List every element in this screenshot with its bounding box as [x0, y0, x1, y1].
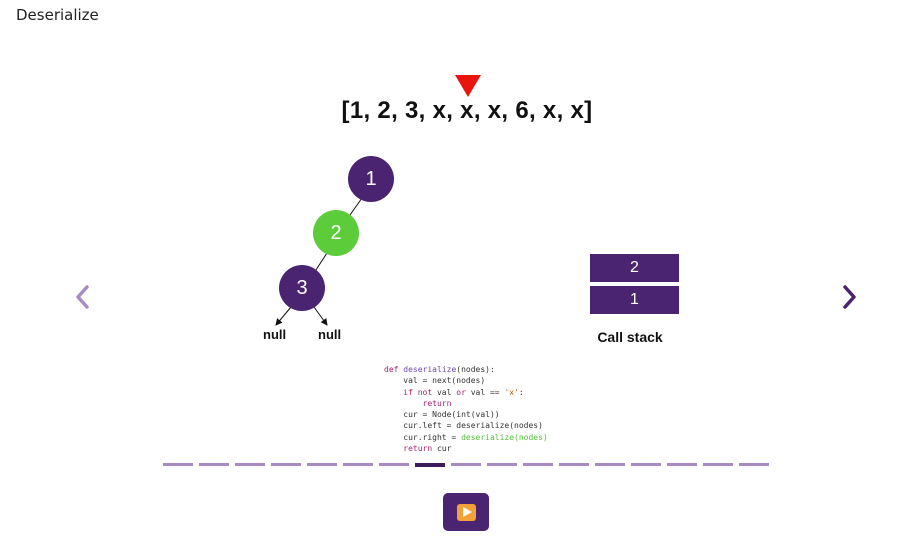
progress-step[interactable] — [559, 463, 589, 466]
tree-node-2-label: 2 — [330, 221, 342, 244]
code-line: val = next(nodes) — [384, 376, 486, 386]
progress-step[interactable] — [415, 463, 445, 467]
progress-step[interactable] — [631, 463, 661, 466]
call-stack-frame: 1 — [590, 286, 679, 314]
edge-3-null-left — [275, 306, 292, 326]
tree-node-3-label: 3 — [296, 276, 308, 299]
progress-step[interactable] — [343, 463, 373, 466]
call-stack-frame: 2 — [590, 254, 679, 282]
tree-node-1: 1 — [348, 156, 394, 202]
progress-step[interactable] — [703, 463, 733, 466]
code-line: return cur — [403, 444, 452, 454]
play-button[interactable] — [443, 493, 489, 531]
chevron-left-icon — [76, 285, 89, 309]
code-line: cur.right = deserialize(nodes) — [384, 432, 548, 442]
tree-node-3: 3 — [279, 265, 325, 311]
progress-step[interactable] — [487, 463, 517, 466]
call-stack-caption: Call stack — [597, 329, 663, 345]
code-line: if not val or val == 'x': — [403, 387, 524, 397]
progress-step[interactable] — [163, 463, 193, 466]
step-progress-bar — [163, 463, 769, 467]
code-line: return — [384, 398, 452, 408]
progress-step[interactable] — [595, 463, 625, 466]
serialized-array: [1, 2, 3, x, x, x, 6, x, x] — [341, 97, 593, 124]
progress-step[interactable] — [235, 463, 265, 466]
progress-step[interactable] — [271, 463, 301, 466]
page-title: Deserialize — [16, 6, 99, 24]
code-line: def deserialize(nodes): — [384, 365, 495, 374]
tree-node-2: 2 — [313, 210, 359, 256]
code-line: cur.left = deserialize(nodes) — [384, 421, 543, 431]
prev-button[interactable] — [72, 282, 94, 312]
progress-step[interactable] — [523, 463, 553, 466]
progress-step[interactable] — [739, 463, 769, 466]
null-right-label: null — [318, 327, 342, 342]
array-pointer-icon — [455, 75, 481, 97]
progress-step[interactable] — [379, 463, 409, 466]
progress-step[interactable] — [199, 463, 229, 466]
tree-node-1-label: 1 — [365, 167, 377, 190]
progress-step[interactable] — [307, 463, 337, 466]
chevron-right-icon — [843, 285, 856, 309]
play-icon — [456, 503, 476, 521]
code-line: cur = Node(int(val)) — [384, 410, 500, 420]
next-button[interactable] — [838, 282, 860, 312]
progress-step[interactable] — [451, 463, 481, 466]
code-block: def deserialize(nodes): val = next(nodes… — [384, 364, 548, 454]
edge-3-null-right — [313, 306, 328, 326]
null-left-label: null — [263, 327, 287, 342]
progress-step[interactable] — [667, 463, 697, 466]
